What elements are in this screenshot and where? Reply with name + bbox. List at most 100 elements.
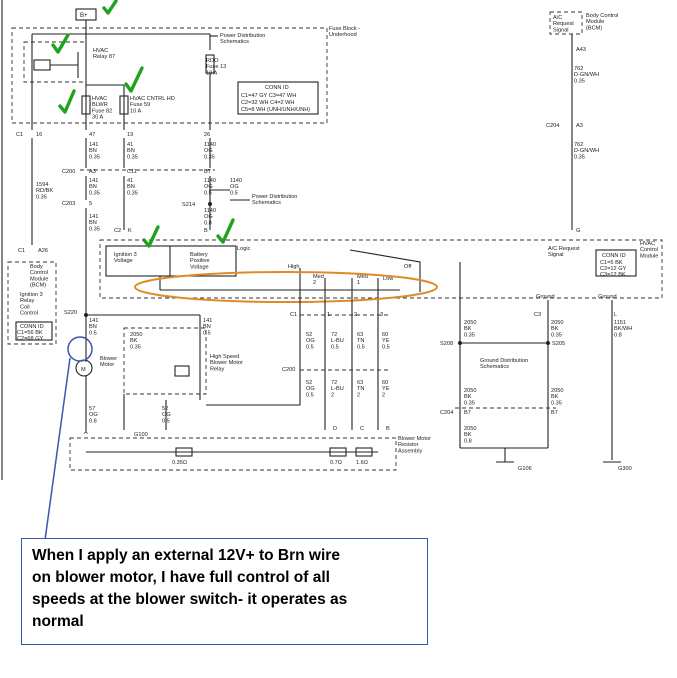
pin-g: G: [576, 228, 580, 234]
b7-lower: B7: [464, 410, 471, 416]
c1-label: C1: [16, 132, 23, 138]
a3-label: A3: [89, 169, 96, 175]
b7-label: B7: [204, 169, 211, 175]
conn-id-hvac-line-1: C1=5 BK: [600, 260, 623, 266]
c204-top: C204: [546, 123, 559, 129]
ground-label-1: Ground: [536, 294, 555, 300]
bcm-left-box: [7, 261, 57, 345]
conn-id-fuse-line-3: C5=8 WH (UNH/UNH/UNH): [241, 107, 310, 113]
conn-id-fuse-table: [237, 81, 319, 115]
checkmark-ignition: [142, 225, 160, 248]
speed-low: Low: [383, 276, 394, 282]
checkmark-fuse-blwr: [58, 89, 76, 114]
ground-label-2: Ground: [598, 294, 617, 300]
pin5-label: 5: [89, 201, 92, 207]
checkmark-bplus: [102, 0, 118, 15]
c1-pin-1: 1: [327, 312, 330, 318]
conn-id-fuse-title: CONN ID: [265, 85, 289, 91]
hs-relay-box: [123, 327, 207, 395]
hvac-control-module: [99, 239, 663, 299]
c1-left: C1: [18, 248, 25, 254]
conn-id-bcm-table: [15, 321, 53, 341]
pin-l: L: [614, 312, 617, 318]
conn-id-hvac-table: [595, 249, 637, 277]
a26-label: A26: [38, 248, 48, 254]
pin-47: 47: [89, 132, 95, 138]
note-text: When I apply an external 12V+ to Brn wir…: [32, 547, 348, 630]
g106-label: G106: [518, 466, 532, 472]
conn-id-hvac-title: CONN ID: [602, 253, 626, 259]
pin-c3: C3: [534, 312, 541, 318]
checkmark-battery: [216, 218, 235, 244]
fuse-blwr: [81, 95, 91, 115]
highlight-circle: [67, 336, 93, 362]
conn-id-hvac-line-2: C2=12 GY: [600, 266, 627, 272]
pin-16: 16: [36, 132, 42, 138]
resistor-value-3: 1.6Ω: [356, 460, 368, 466]
s205-label: S205: [552, 341, 565, 347]
a43-label: A43: [576, 47, 586, 53]
g100-label: G100: [134, 432, 148, 438]
fuse-block-label: Fuse Block -Underhood: [329, 26, 360, 38]
resistor-pin-d: D: [333, 426, 337, 432]
s214-label: S214: [182, 202, 195, 208]
annotation-note: When I apply an external 12V+ to Brn wir…: [21, 538, 428, 645]
pin-26: 26: [204, 132, 210, 138]
c203-label: C203: [62, 201, 75, 207]
conn-id-fuse-line-2: C2=32 WH C4=2 WH: [241, 100, 294, 106]
pin-b: B: [204, 228, 208, 234]
conn-id-fuse-line-1: C1=47 GY C3=47 WH: [241, 93, 296, 99]
c200-lower-label: C200: [282, 367, 295, 373]
s220-label: S220: [64, 310, 77, 316]
pin-19: 19: [127, 132, 133, 138]
b8-lower: B7: [551, 410, 558, 416]
resistor-value-2: 0.7Ω: [330, 460, 342, 466]
resistor-pin-a: A: [84, 430, 88, 436]
fuse-block-outline: [11, 27, 328, 124]
logic-label: Logic: [237, 246, 251, 252]
a3-right: A3: [576, 123, 583, 129]
fuse-cntrl: [119, 95, 129, 115]
resistor-pin-c: C: [360, 426, 364, 432]
hvac-relay: [23, 41, 87, 83]
c200-label: C200: [62, 169, 75, 175]
